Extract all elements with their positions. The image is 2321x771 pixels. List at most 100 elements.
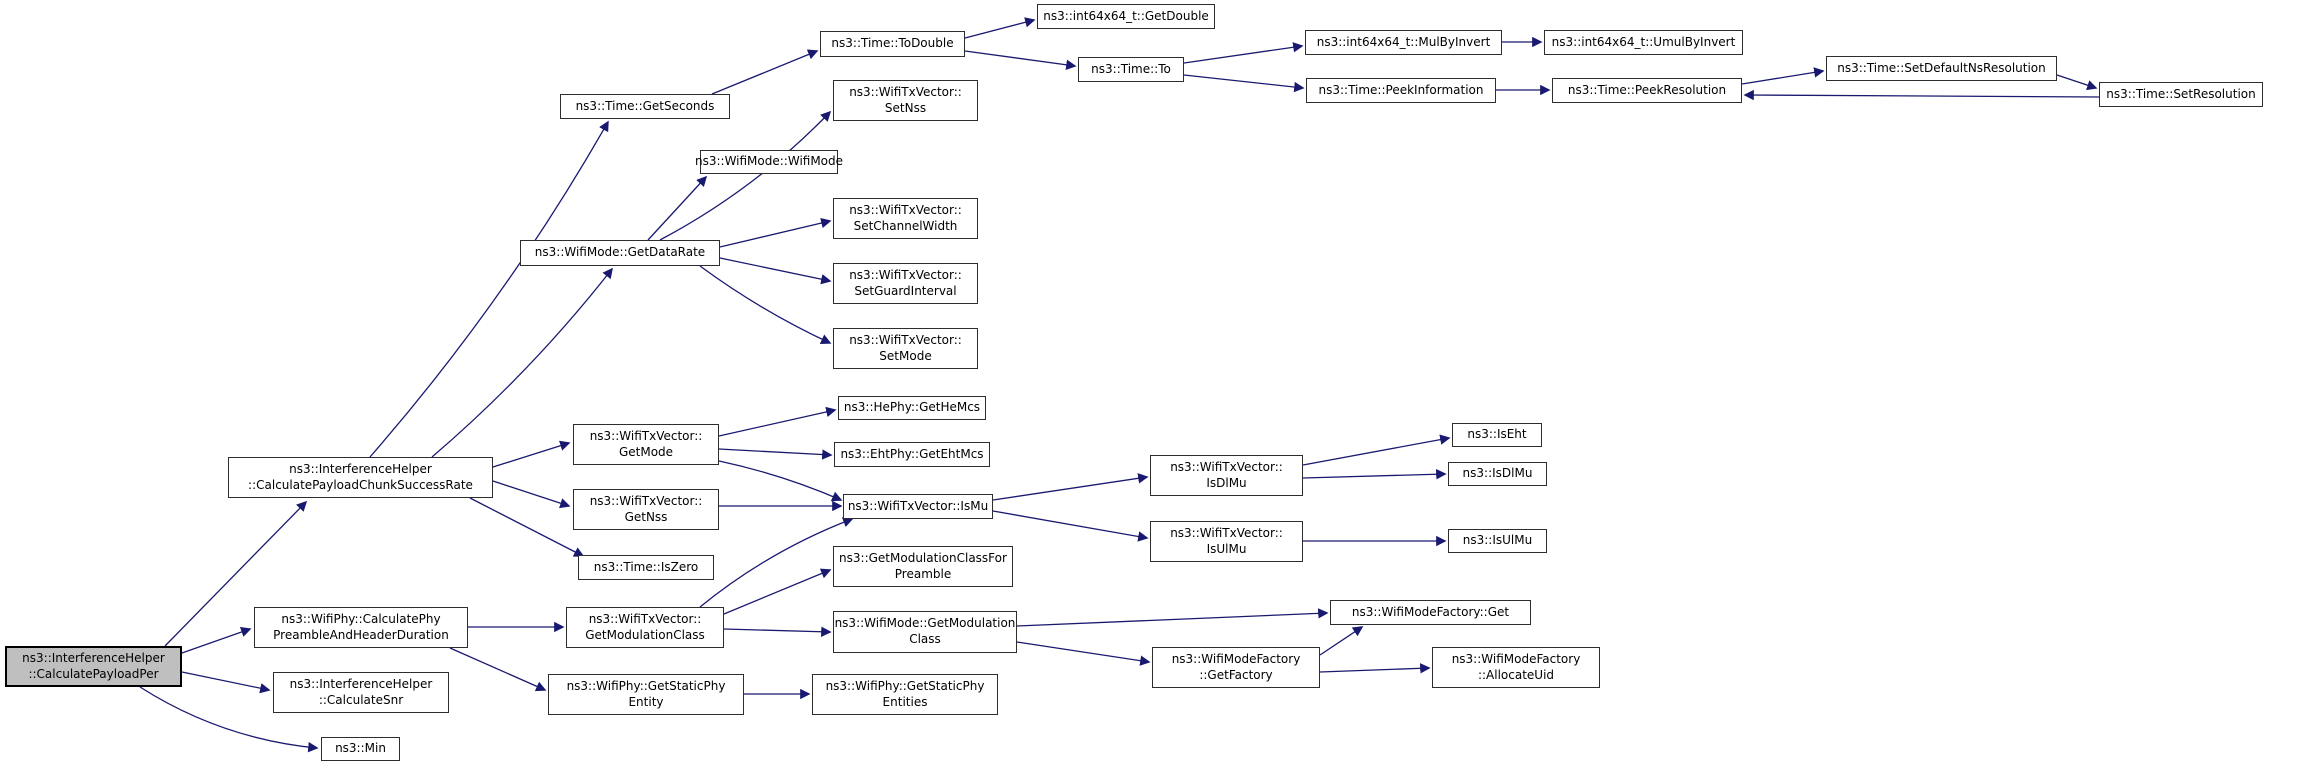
node-txvector-get-modulation-class[interactable]: ns3::WifiTxVector::GetModulationClass <box>566 607 724 648</box>
node-label: GetMode <box>618 444 674 459</box>
node-wifimode-ctor[interactable]: ns3::WifiMode::WifiMode <box>695 150 843 174</box>
node-txvector-is-dl-mu[interactable]: ns3::WifiTxVector::IsDlMu <box>1150 455 1303 496</box>
node-txvector-get-mode[interactable]: ns3::WifiTxVector::GetMode <box>573 424 719 465</box>
node-label: ns3::IsEht <box>1467 427 1527 442</box>
edge-wifimode-get-modulation-class-to-wifimodefactory-get-factory <box>1016 641 1151 666</box>
node-label: ns3::WifiMode::WifiMode <box>694 154 844 169</box>
node-label: ns3::Min <box>335 741 386 756</box>
node-time-get-seconds[interactable]: ns3::Time::GetSeconds <box>560 94 730 119</box>
node-calculate-snr[interactable]: ns3::InterferenceHelper::CalculateSnr <box>273 672 449 713</box>
edge-wifimode-get-modulation-class-to-wifimodefactory-get <box>1016 608 1329 627</box>
node-label: ::AllocateUid <box>1477 667 1555 682</box>
node-time-peek-resolution[interactable]: ns3::Time::PeekResolution <box>1552 78 1742 103</box>
node-label: ns3::Time::GetSeconds <box>575 98 715 113</box>
node-wifimode-get-data-rate[interactable]: ns3::WifiMode::GetDataRate <box>520 240 720 266</box>
node-time-to-double[interactable]: ns3::Time::ToDouble <box>820 31 965 57</box>
edge-time-set-default-ns-resolution-to-time-set-resolution <box>2056 74 2098 91</box>
node-label: ns3::int64x64_t::GetDouble <box>1043 8 1209 23</box>
node-label: GetModulationClass <box>585 627 705 642</box>
node-label: SetGuardInterval <box>854 283 957 298</box>
edge-txvector-get-mode-to-ehtphy-get-eht-mcs <box>718 448 833 460</box>
edge-time-to-double-to-time-to <box>964 50 1077 70</box>
node-wifimodefactory-get-factory[interactable]: ns3::WifiModeFactory::GetFactory <box>1152 647 1320 688</box>
node-label: ns3::WifiModeFactory::Get <box>1351 604 1510 619</box>
node-min[interactable]: ns3::Min <box>321 737 400 761</box>
node-label: IsDlMu <box>1206 475 1247 490</box>
node-label: ns3::WifiTxVector:: <box>849 267 962 282</box>
node-label: Class <box>909 632 941 646</box>
node-txvector-set-mode[interactable]: ns3::WifiTxVector::SetMode <box>833 328 978 369</box>
node-label: Preamble <box>894 566 952 581</box>
node-time-is-zero[interactable]: ns3::Time::IsZero <box>578 555 714 580</box>
node-ehtphy-get-eht-mcs[interactable]: ns3::EhtPhy::GetEhtMcs <box>834 442 990 467</box>
node-label: ns3::Time::To <box>1091 61 1171 76</box>
edge-calculate-payload-per-to-calculate-payload-chunk-success-rate <box>164 500 308 647</box>
node-label: SetMode <box>879 348 932 363</box>
edge-time-to-to-time-peek-information <box>1183 74 1305 93</box>
node-label: ns3::WifiMode::GetDataRate <box>534 245 706 260</box>
node-txvector-set-nss[interactable]: ns3::WifiTxVector::SetNss <box>833 80 978 121</box>
node-int64x64-mul-by-invert[interactable]: ns3::int64x64_t::MulByInvert <box>1305 30 1502 55</box>
node-label: ::CalculateSnr <box>318 692 404 707</box>
edge-wifimode-get-data-rate-to-txvector-set-guard-interval <box>719 257 832 285</box>
node-label: ns3::Time::SetDefaultNsResolution <box>1837 60 2046 75</box>
node-label: ns3::GetModulationClassFor <box>839 550 1007 565</box>
node-label: ns3::int64x64_t::MulByInvert <box>1316 34 1491 49</box>
node-hephy-get-he-mcs[interactable]: ns3::HePhy::GetHeMcs <box>838 396 986 420</box>
node-label: ns3::WifiTxVector:: <box>589 493 703 508</box>
node-time-peek-information[interactable]: ns3::Time::PeekInformation <box>1306 78 1496 103</box>
node-label: ns3::Time::PeekResolution <box>1567 82 1727 97</box>
node-label: ns3::WifiTxVector:: <box>588 611 702 626</box>
node-is-dl-mu[interactable]: ns3::IsDlMu <box>1448 462 1547 486</box>
node-label: ns3::WifiModeFactory <box>1451 651 1581 666</box>
node-time-set-resolution[interactable]: ns3::Time::SetResolution <box>2099 82 2263 107</box>
node-label: ::CalculatePayloadPer <box>28 666 159 681</box>
node-wifimodefactory-get[interactable]: ns3::WifiModeFactory::Get <box>1330 600 1531 625</box>
edge-calculate-payload-chunk-success-rate-to-txvector-get-mode <box>492 440 571 468</box>
node-txvector-is-mu[interactable]: ns3::WifiTxVector::IsMu <box>843 494 993 519</box>
node-wifimodefactory-allocate-uid[interactable]: ns3::WifiModeFactory::AllocateUid <box>1432 647 1600 688</box>
node-txvector-get-nss[interactable]: ns3::WifiTxVector::GetNss <box>573 489 719 530</box>
node-label: ns3::Time::ToDouble <box>831 36 954 51</box>
node-label: ns3::Time::PeekInformation <box>1318 82 1484 97</box>
node-label: GetNss <box>624 509 668 524</box>
node-txvector-set-guard-interval[interactable]: ns3::WifiTxVector::SetGuardInterval <box>833 263 978 304</box>
node-label: ns3::Time::IsZero <box>593 559 699 574</box>
node-label: ns3::WifiPhy::CalculatePhy <box>281 611 441 626</box>
node-is-eht[interactable]: ns3::IsEht <box>1452 423 1542 447</box>
node-label: ns3::HePhy::GetHeMcs <box>843 400 981 415</box>
node-label: ns3::WifiTxVector:: <box>589 428 703 443</box>
edge-calculate-payload-chunk-success-rate-to-time-is-zero <box>469 497 585 557</box>
node-label: ns3::IsUlMu <box>1462 533 1533 548</box>
node-label: SetChannelWidth <box>853 218 958 233</box>
node-label: ns3::IsDlMu <box>1462 466 1533 481</box>
edge-txvector-get-modulation-class-to-txvector-is-mu <box>699 517 854 608</box>
node-label: ns3::EhtPhy::GetEhtMcs <box>840 446 984 461</box>
node-label: ns3::int64x64_t::UmulByInvert <box>1551 34 1736 49</box>
node-label: Entity <box>628 694 664 709</box>
node-label: ns3::Time::SetResolution <box>2106 86 2256 101</box>
node-calculate-payload-chunk-success-rate[interactable]: ns3::InterferenceHelper::CalculatePayloa… <box>228 457 493 498</box>
edge-calculate-payload-chunk-success-rate-to-wifimode-get-data-rate <box>431 267 613 458</box>
node-int64x64-umul-by-invert[interactable]: ns3::int64x64_t::UmulByInvert <box>1544 30 1743 55</box>
node-txvector-set-channel-width[interactable]: ns3::WifiTxVector::SetChannelWidth <box>833 198 978 239</box>
node-calculate-payload-per[interactable]: ns3::InterferenceHelper::CalculatePayloa… <box>5 646 182 687</box>
node-label: ns3::WifiPhy::GetStaticPhy <box>566 678 726 693</box>
node-label: ns3::InterferenceHelper <box>22 650 165 665</box>
edge-wifimodefactory-get-factory-to-wifimodefactory-get <box>1319 626 1364 656</box>
node-label: ns3::WifiTxVector:: <box>849 332 962 347</box>
node-label: Entities <box>882 694 928 709</box>
node-int64x64-get-double[interactable]: ns3::int64x64_t::GetDouble <box>1037 4 1215 29</box>
node-is-ul-mu[interactable]: ns3::IsUlMu <box>1448 529 1547 553</box>
node-txvector-is-ul-mu[interactable]: ns3::WifiTxVector::IsUlMu <box>1150 521 1303 562</box>
node-time-to[interactable]: ns3::Time::To <box>1078 57 1184 82</box>
node-time-set-default-ns-resolution[interactable]: ns3::Time::SetDefaultNsResolution <box>1826 56 2057 81</box>
node-label: ns3::WifiModeFactory <box>1171 651 1301 666</box>
